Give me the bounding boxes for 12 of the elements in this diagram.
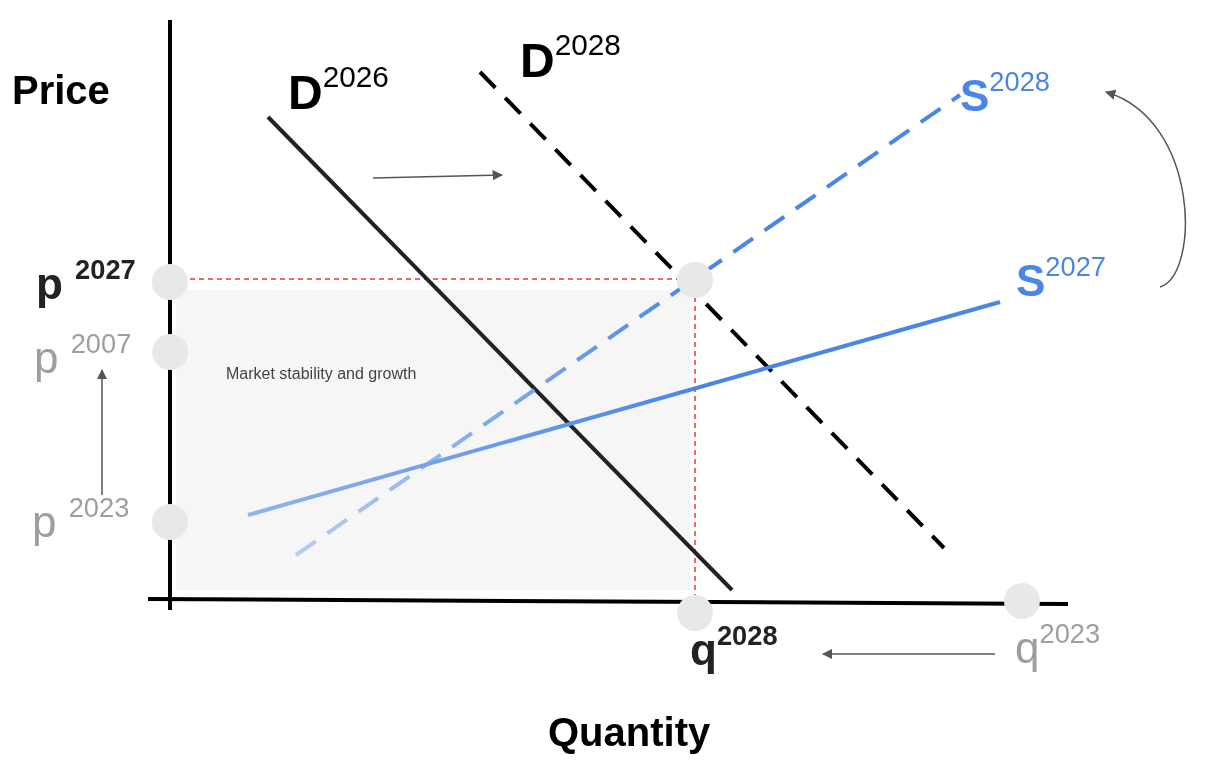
- curve-label: S$^{2027}$: [1016, 253, 1106, 304]
- region-label: Market stability and growth: [226, 366, 417, 382]
- quantity-label: q$^{2023}$: [1015, 620, 1101, 671]
- price-label: p $^{2007}$: [34, 330, 132, 381]
- price-label: p $^{2023}$: [32, 494, 130, 545]
- price-label: p $^{2027}$: [36, 256, 136, 307]
- axis-label: Quantity: [548, 712, 711, 752]
- axis-label: Price: [12, 70, 110, 110]
- curve-label: S$^{2028}$: [960, 68, 1050, 119]
- curve-label: D$^{2028}$: [520, 30, 621, 86]
- curve-label: D$^{2026}$: [288, 62, 389, 118]
- quantity-label: q$^{2028}$: [690, 622, 778, 673]
